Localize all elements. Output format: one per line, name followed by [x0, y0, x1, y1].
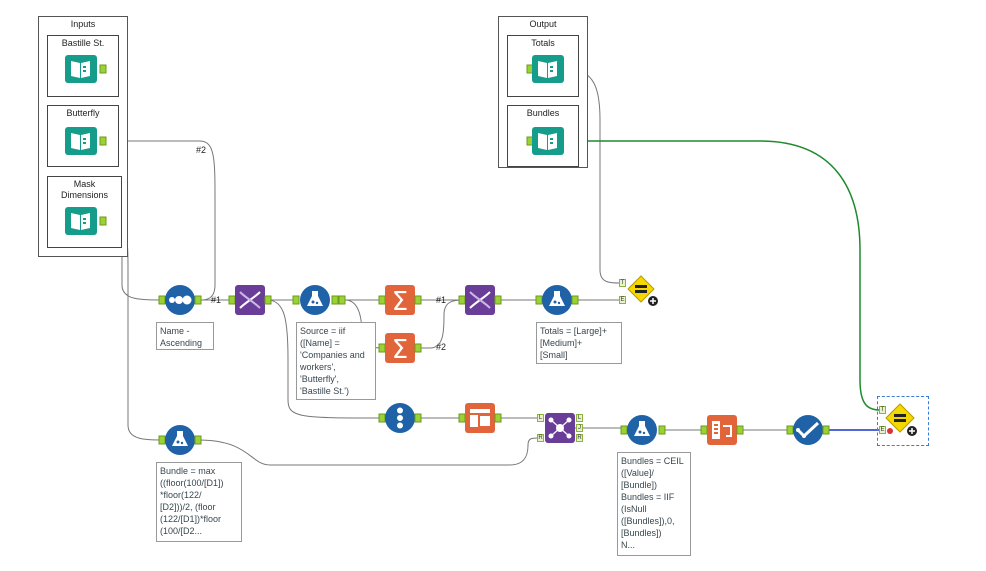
- input-bastille-label: Bastille St.: [61, 38, 105, 48]
- join-input-anchor-l[interactable]: L: [537, 414, 544, 422]
- select-check-icon[interactable]: [786, 414, 830, 446]
- transpose-dna-icon[interactable]: [458, 284, 502, 316]
- test-input-anchor-t[interactable]: T: [879, 406, 886, 414]
- join-output-anchor-r[interactable]: R: [576, 434, 583, 442]
- test-input-anchor-e[interactable]: E: [619, 296, 626, 304]
- join-tool-icon[interactable]: [544, 412, 576, 444]
- join-input-anchor-r[interactable]: R: [537, 434, 544, 442]
- input-data-book-icon[interactable]: [64, 206, 110, 236]
- input-butterfly-label: Butterfly: [66, 108, 100, 118]
- test-tool-icon[interactable]: [884, 402, 924, 442]
- test-tool-icon[interactable]: [626, 274, 662, 310]
- svg-text:Σ: Σ: [392, 335, 408, 364]
- sort-orange-icon[interactable]: [700, 414, 744, 446]
- record-id-icon[interactable]: [378, 402, 422, 434]
- sort-tool-icon[interactable]: [158, 284, 202, 316]
- connection-label: #2: [196, 145, 207, 155]
- sort-annotation: Name - Ascending: [156, 322, 214, 350]
- wire-bundle-to-join[interactable]: [197, 437, 539, 466]
- input-data-book-icon[interactable]: [64, 126, 110, 156]
- formula-source-annotation: Source = iif ([Name] = 'Companies and wo…: [296, 322, 376, 400]
- connection-label: #2: [436, 342, 447, 352]
- input-data-book-icon[interactable]: [64, 54, 110, 84]
- formula-flask-icon[interactable]: [535, 284, 579, 316]
- test-input-anchor-e[interactable]: E: [879, 426, 886, 434]
- formula-bundle-annotation: Bundle = max ((floor(100/[D1]) *floor(12…: [156, 462, 242, 542]
- inputs-container-title: Inputs: [70, 19, 96, 29]
- summarize-sigma-icon[interactable]: Σ: [378, 284, 422, 316]
- formula-totals-annotation: Totals = [Large]+ [Medium]+ [Small]: [536, 322, 622, 364]
- formula-bundles-annotation: Bundles = CEIL ([Value]/ [Bundle]) Bundl…: [617, 452, 691, 556]
- output-totals-label: Totals: [531, 38, 555, 48]
- input-mask-dimensions-label: Mask Dimensions: [60, 179, 109, 200]
- connection-label: #1: [211, 295, 222, 305]
- transpose-dna-icon[interactable]: [228, 284, 272, 316]
- sort-orange-icon[interactable]: [458, 402, 502, 434]
- formula-flask-icon[interactable]: [292, 284, 346, 316]
- connection-label: #1: [436, 295, 447, 305]
- output-data-book-icon[interactable]: [523, 54, 569, 84]
- wire-bundles-output-to-test[interactable]: [567, 140, 881, 411]
- formula-flask-icon[interactable]: [620, 414, 668, 446]
- summarize-sigma-icon[interactable]: Σ: [378, 332, 422, 364]
- formula-flask-icon[interactable]: [158, 424, 202, 456]
- svg-text:Σ: Σ: [392, 287, 408, 316]
- output-bundles-label: Bundles: [526, 108, 560, 118]
- selected-tool-outline: [877, 396, 929, 446]
- output-container-title: Output: [529, 19, 557, 29]
- join-output-anchor-l[interactable]: L: [576, 414, 583, 422]
- output-data-book-icon[interactable]: [523, 126, 569, 156]
- join-output-anchor-j[interactable]: J: [576, 424, 583, 432]
- test-input-anchor-t[interactable]: T: [619, 279, 626, 287]
- input-butterfly-tool[interactable]: Butterfly: [47, 105, 119, 167]
- wire-sum2-to-transpose2[interactable]: [417, 299, 464, 349]
